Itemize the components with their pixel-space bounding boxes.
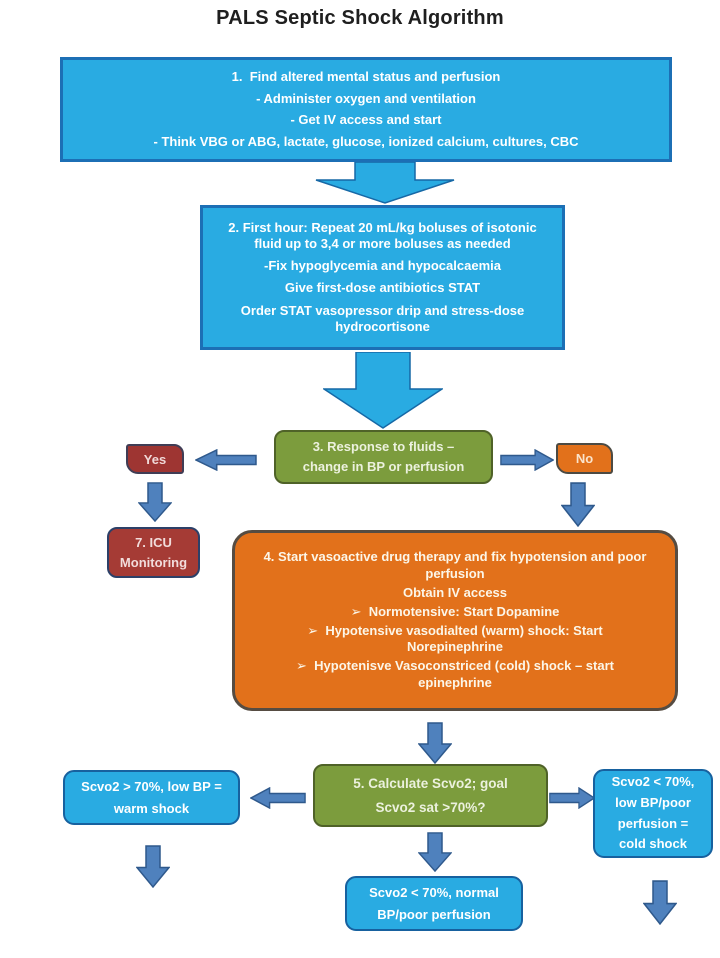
no-label: No [575, 451, 594, 466]
box-7-text: 7. ICU Monitoring [119, 535, 188, 570]
box-7-icu-monitoring: 7. ICU Monitoring [107, 527, 200, 578]
right-arrow-icon [500, 449, 554, 471]
box-5-text: 5. Calculate Scvo2; goal Scvo2 sat >70%? [353, 775, 508, 815]
normal-bp-text: Scvo2 < 70%, normal BP/poor perfusion [369, 885, 499, 922]
down-arrow-icon [136, 845, 170, 888]
right-arrow-icon [549, 787, 595, 809]
left-arrow-icon [195, 449, 257, 471]
box-cold-shock: Scvo2 < 70%, low BP/poor perfusion = col… [593, 769, 713, 858]
box-2-line: 2. First hour: Repeat 20 mL/kg boluses o… [228, 219, 537, 252]
box-4-bullet: ➢ Hypotensive vasodialted (warm) shock: … [307, 622, 603, 655]
down-arrow-icon [418, 722, 452, 764]
box-1-line: - Think VBG or ABG, lactate, glucose, io… [153, 133, 579, 149]
box-1-line: - Administer oxygen and ventilation [256, 90, 476, 106]
down-arrow-icon [561, 482, 595, 527]
left-arrow-icon [250, 787, 306, 809]
box-normal-bp-poor-perfusion: Scvo2 < 70%, normal BP/poor perfusion [345, 876, 523, 931]
down-arrow-icon [315, 162, 455, 204]
box-1-line: - Get IV access and start [290, 112, 442, 128]
box-4-line: Obtain IV access [402, 584, 508, 600]
down-arrow-icon [643, 880, 677, 925]
box-1-line: 1. Find altered mental status and perfus… [231, 69, 501, 85]
box-2-line: -Fix hypoglycemia and hypocalcaemia [264, 258, 501, 274]
box-5-calculate-scvo2: 5. Calculate Scvo2; goal Scvo2 sat >70%? [313, 764, 548, 827]
box-1-assess: 1. Find altered mental status and perfus… [60, 57, 672, 162]
page-title: PALS Septic Shock Algorithm [216, 7, 504, 29]
box-2-line: Order STAT vasopressor drip and stress-d… [240, 302, 525, 334]
box-3-response-to-fluids: 3. Response to fluids – change in BP or … [274, 430, 493, 484]
box-4-bullet: ➢ Hypotenisve Vasoconstriced (cold) shoc… [296, 658, 614, 691]
box-4-line: 4. Start vasoactive drug therapy and fix… [263, 548, 647, 581]
no-badge: No [556, 443, 613, 474]
yes-badge: Yes [126, 444, 184, 474]
down-arrow-icon [323, 352, 443, 429]
box-4-bullet: ➢ Normotensive: Start Dopamine [350, 603, 560, 619]
cold-shock-text: Scvo2 < 70%, low BP/poor perfusion = col… [611, 773, 695, 852]
box-2-first-hour: 2. First hour: Repeat 20 mL/kg boluses o… [200, 205, 565, 350]
warm-shock-text: Scvo2 > 70%, low BP = warm shock [81, 779, 222, 816]
yes-label: Yes [143, 451, 167, 467]
down-arrow-icon [418, 832, 452, 872]
box-3-text: 3. Response to fluids – change in BP or … [302, 438, 465, 474]
box-2-line: Give first-dose antibiotics STAT [284, 280, 481, 296]
box-4-vasoactive-therapy: 4. Start vasoactive drug therapy and fix… [232, 530, 678, 711]
box-warm-shock: Scvo2 > 70%, low BP = warm shock [63, 770, 240, 825]
down-arrow-icon [138, 482, 172, 522]
